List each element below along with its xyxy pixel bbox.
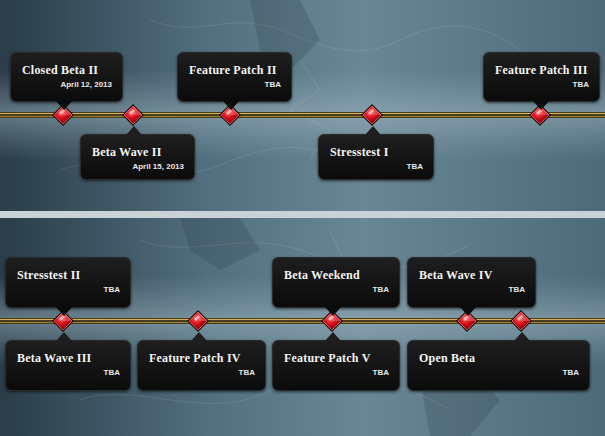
pointer-tab (56, 307, 72, 316)
milestone-title: Stresstest II (17, 268, 80, 283)
pointer-tab (191, 332, 207, 341)
milestone-date: TBA (419, 285, 525, 295)
milestone-date: TBA (330, 162, 423, 172)
pointer-tab (514, 332, 530, 341)
milestone-date: TBA (17, 285, 120, 295)
pointer-tab (56, 101, 72, 110)
pointer-tab (365, 126, 381, 135)
milestone-date: TBA (495, 80, 589, 90)
milestone-title: Beta Wave II (92, 145, 162, 160)
milestone-title: Feature Patch II (189, 63, 277, 78)
milestone-title: Feature Patch IV (149, 351, 241, 366)
milestone-box: Feature Patch III TBA (483, 52, 600, 102)
milestone-box: Feature Patch II TBA (177, 52, 292, 102)
milestone-date: April 15, 2013 (92, 162, 184, 172)
milestone-title: Beta Wave IV (419, 268, 493, 283)
milestone-box: Feature Patch V TBA (272, 340, 400, 391)
milestone-box: Stresstest I TBA (318, 134, 434, 180)
milestone-box: Beta Wave IV TBA (407, 257, 536, 308)
milestone-date: TBA (284, 368, 389, 378)
milestone-date: TBA (17, 368, 120, 378)
milestone-box: Beta Wave III TBA (5, 340, 131, 391)
milestone-title: Stresstest I (330, 145, 389, 160)
pointer-tab (460, 307, 476, 316)
milestone-title: Open Beta (419, 351, 475, 366)
milestone-box: Beta Wave II April 15, 2013 (80, 134, 195, 180)
milestone-title: Beta Wave III (17, 351, 91, 366)
pointer-tab (533, 101, 549, 110)
pointer-tab (325, 332, 341, 341)
milestone-box: Beta WeekendTBA (272, 257, 400, 308)
pointer-tab (325, 307, 341, 316)
pointer-tab (56, 332, 72, 341)
milestone-date: April 12, 2013 (22, 80, 112, 90)
timeline-rope (0, 112, 605, 324)
milestone-date: TBA (149, 368, 255, 378)
milestone-date: TBA (189, 80, 281, 90)
pointer-tab (223, 101, 239, 110)
milestone-box: Closed Beta II April 12, 2013 (10, 52, 123, 102)
milestone-title: Feature Patch III (495, 63, 588, 78)
pointer-tab (126, 126, 142, 135)
milestone-box: Stresstest II TBA (5, 257, 131, 308)
milestone-title: Feature Patch V (284, 351, 371, 366)
milestone-title: Beta Weekend (284, 268, 360, 283)
milestone-box: Feature Patch IV TBA (137, 340, 266, 391)
milestone-date: TBA (419, 368, 579, 378)
milestone-box: Open BetaTBA (407, 340, 590, 391)
milestone-title: Closed Beta II (22, 63, 98, 78)
milestone-date: TBA (284, 285, 389, 295)
